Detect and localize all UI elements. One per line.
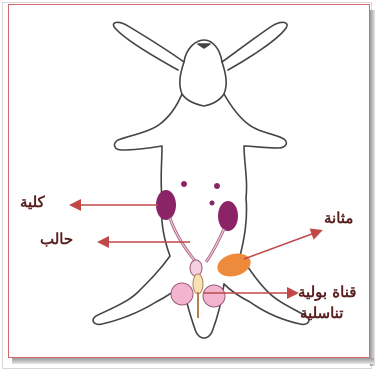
bladder-label: مثانة	[324, 208, 353, 228]
left-ureter	[170, 218, 196, 262]
left-kidney	[156, 190, 176, 220]
right-gland	[203, 285, 225, 307]
left-gland	[171, 283, 193, 305]
right-kidney	[218, 201, 238, 231]
left-ear-outline	[113, 22, 184, 70]
urethra-label-line2: تناسلية	[300, 303, 343, 323]
urethra-label-line1: قناة بولية	[298, 282, 356, 302]
ureter-label: حالب	[40, 229, 73, 249]
upper-gland	[190, 260, 202, 276]
dot-left	[181, 181, 187, 187]
bladder	[215, 250, 254, 280]
bladder-arrow	[244, 231, 320, 259]
kidney-label: كلية	[20, 192, 45, 212]
dot-right-lower	[210, 201, 215, 206]
dot-right-upper	[214, 183, 220, 189]
right-ear-outline	[222, 22, 287, 70]
head-outline	[180, 40, 226, 106]
urethral-bulb	[193, 274, 203, 294]
nose	[198, 44, 210, 48]
